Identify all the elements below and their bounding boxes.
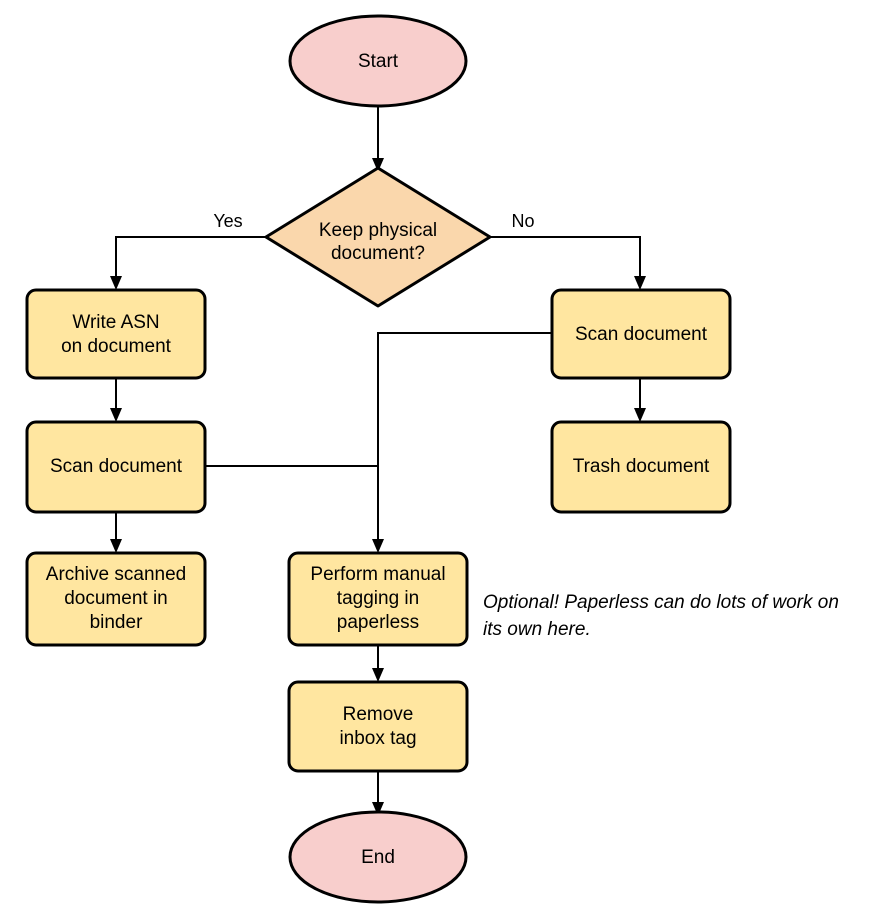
write-asn-label-line1: Write ASN (72, 312, 159, 333)
tagging-label-line3: paperless (337, 612, 419, 633)
archive-label-line1: Archive scanned (46, 564, 186, 585)
edge-scan-right-to-tagging (372, 332, 552, 553)
edge-scan-left-to-archive (110, 512, 122, 553)
start-ellipse-shape (288, 14, 468, 108)
tagging-label-line1: Perform manual (310, 564, 445, 585)
write-asn-box-shape (25, 288, 207, 380)
node-end[interactable]: End (288, 810, 468, 904)
edge-write-asn-to-scan-left (110, 378, 122, 422)
node-start[interactable]: Start (288, 14, 468, 108)
decision-diamond-shape (264, 166, 492, 308)
annotation-line1: Optional! Paperless can do lots of work … (483, 592, 839, 613)
scan-left-box-shape (25, 420, 207, 514)
remove-inbox-label-line2: inbox tag (339, 728, 416, 749)
edge-decision-to-scan-right (490, 236, 646, 290)
scan-right-label: Scan document (575, 324, 708, 345)
edge-layer (110, 105, 646, 816)
archive-box-shape (25, 551, 207, 647)
edge-label-yes: Yes (213, 211, 242, 231)
archive-label-line2: document in (64, 588, 168, 609)
start-label: Start (358, 51, 399, 72)
write-asn-label-line2: on document (61, 336, 172, 357)
edge-tagging-to-remove-inbox (372, 645, 384, 682)
remove-inbox-label-line1: Remove (343, 704, 414, 725)
scan-right-box-shape (550, 288, 732, 380)
node-scan-document-right[interactable]: Scan document (550, 288, 732, 380)
annotation-note: Optional! Paperless can do lots of work … (483, 592, 839, 640)
node-archive-scanned-document[interactable]: Archive scanned document in binder (25, 551, 207, 647)
archive-label-line3: binder (90, 612, 143, 633)
edge-remove-inbox-to-end (372, 771, 384, 816)
edge-decision-to-write-asn (110, 236, 265, 290)
edge-start-to-decision (372, 105, 384, 172)
node-scan-document-left[interactable]: Scan document (25, 420, 207, 514)
node-remove-inbox-tag[interactable]: Remove inbox tag (287, 680, 469, 773)
edge-scan-right-to-trash (634, 378, 646, 422)
scan-left-label: Scan document (50, 456, 183, 477)
node-trash-document[interactable]: Trash document (550, 420, 732, 514)
end-ellipse-shape (288, 810, 468, 904)
node-perform-manual-tagging[interactable]: Perform manual tagging in paperless (287, 551, 469, 647)
decision-label-line1: Keep physical (319, 220, 437, 241)
node-write-asn[interactable]: Write ASN on document (25, 288, 207, 380)
decision-label-line2: document? (331, 243, 425, 264)
tagging-box-shape (287, 551, 469, 647)
annotation-line2: its own here. (483, 619, 591, 640)
trash-label: Trash document (573, 456, 710, 477)
tagging-label-line2: tagging in (337, 588, 419, 609)
trash-box-shape (550, 420, 732, 514)
node-decision-keep-physical-document[interactable]: Keep physical document? (264, 166, 492, 308)
edge-label-no: No (511, 211, 534, 231)
remove-inbox-box-shape (287, 680, 469, 773)
end-label: End (361, 847, 395, 868)
